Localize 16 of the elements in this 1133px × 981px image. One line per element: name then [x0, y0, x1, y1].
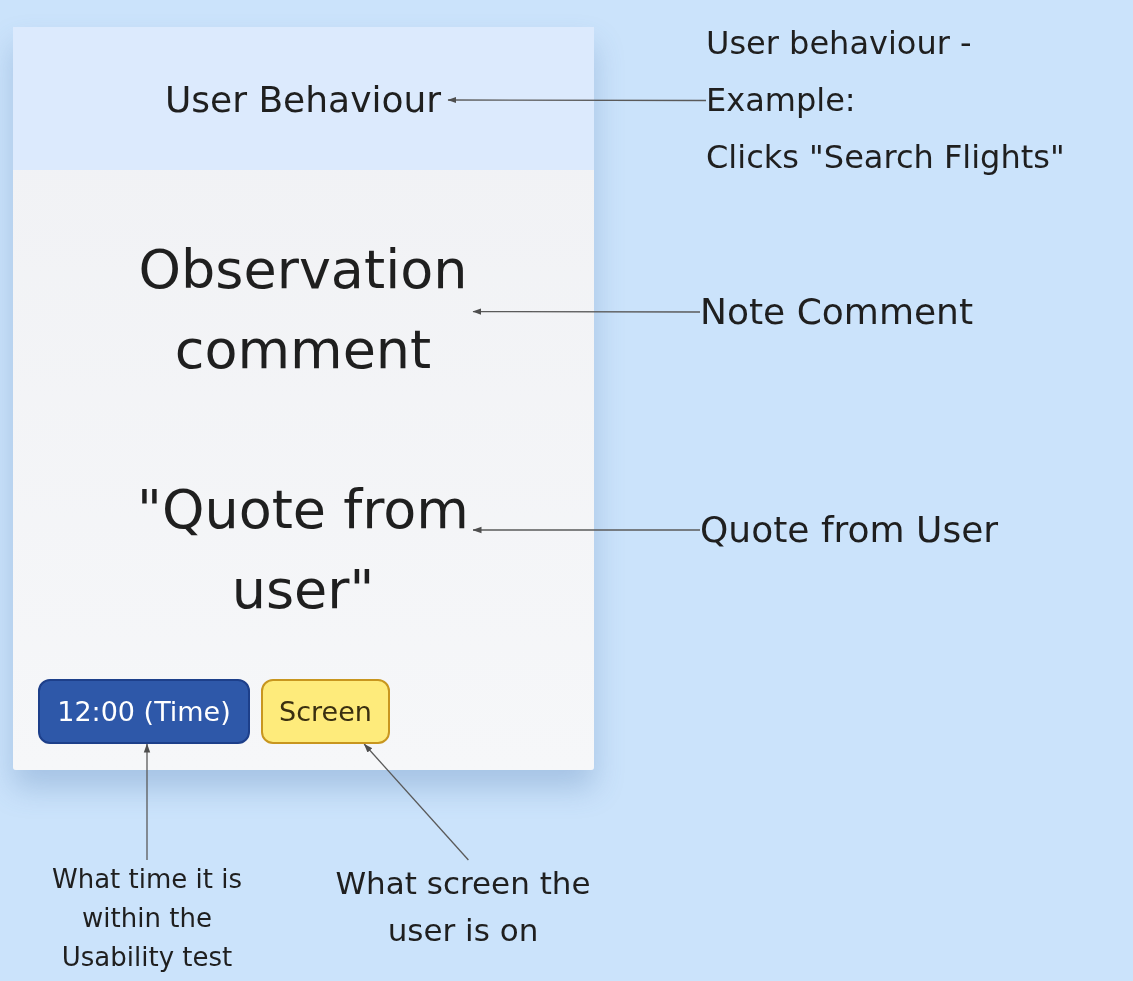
time-tag: 12:00 (Time)	[38, 679, 250, 744]
annotation-text: Note Comment	[700, 287, 974, 337]
annotation-text: User behaviour - Example: Clicks "Search Flights"	[706, 15, 1065, 186]
leader-arrow	[447, 96, 707, 104]
annotation-text: Quote from User	[700, 505, 999, 555]
leader-arrow	[143, 743, 151, 861]
annotation-text: What time it is within the Usability test	[47, 860, 247, 977]
observation-text: Observation comment	[133, 230, 473, 390]
screen-tag: Screen	[261, 679, 390, 744]
leader-arrow	[472, 526, 701, 534]
note-card	[13, 27, 594, 770]
leader-arrow	[363, 743, 470, 861]
quote-text: "Quote from user"	[133, 470, 473, 630]
card-title: User Behaviour	[158, 75, 448, 125]
annotation-text: What screen the user is on	[328, 860, 598, 954]
leader-arrow	[472, 308, 701, 315]
